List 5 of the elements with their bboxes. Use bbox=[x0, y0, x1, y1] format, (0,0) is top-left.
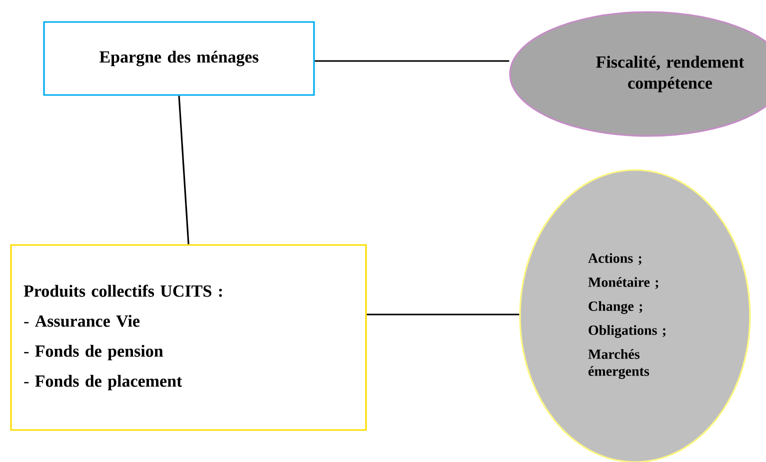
connector-line bbox=[178, 96, 190, 244]
connector-line bbox=[314, 60, 510, 62]
process-box: Epargne des ménages bbox=[43, 21, 315, 96]
connector-line bbox=[366, 314, 520, 316]
process-box: Produits collectifs UCITS : - Assurance Vie - Fonds de pension - Fonds de placement bbox=[10, 244, 367, 431]
